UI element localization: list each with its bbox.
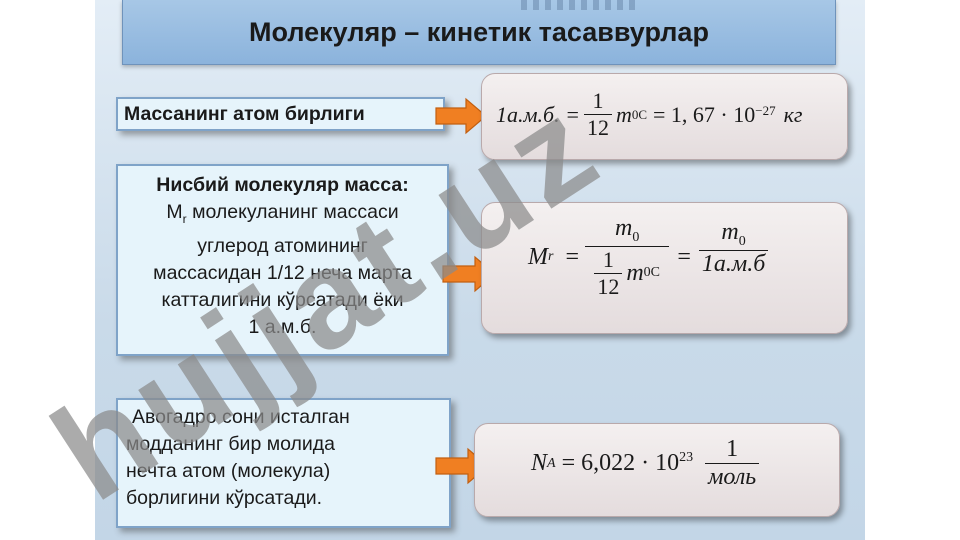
formula-amu-frac-den: 12 xyxy=(586,115,609,140)
formula-mr-den-m: m xyxy=(626,259,644,286)
fraction-bar xyxy=(705,463,760,464)
formula-amu-m-sub: 0C xyxy=(631,106,648,122)
formula-mr-lhs: M xyxy=(528,243,548,270)
avogadro-line-3: нечта атом (молекула) xyxy=(126,460,331,482)
formula-mr-fraction-2: m0 1а.м.б xyxy=(698,219,769,278)
formula-amu-value: = 1, 67 · 10 xyxy=(653,101,756,127)
formula-na-den: моль xyxy=(708,464,757,490)
fraction-bar xyxy=(583,114,612,115)
formula-mr-eq1: = xyxy=(565,243,579,270)
formula-amu-m: m xyxy=(615,101,632,127)
avogadro-box: Авогадро сони исталган модданинг бир мол… xyxy=(116,398,451,528)
definition-text-1: молекуланинг массаси xyxy=(192,201,399,223)
formula-mr-inner-fraction: 1 12 xyxy=(594,246,623,300)
formula-mr-inner-num: 1 xyxy=(602,246,614,272)
formula-mr-inner-den: 12 xyxy=(597,273,620,299)
definition-line-2: углерод атомининг xyxy=(197,234,368,257)
fraction-bar xyxy=(698,249,769,251)
relative-molecular-mass-box: Нисбий молекуляр масса: Mr молекуланинг … xyxy=(116,164,449,356)
formula-mr-num2-sub: 0 xyxy=(738,233,746,249)
atomic-mass-unit-box: Массанинг атом бирлиги xyxy=(116,97,445,131)
definition-line-4: катталигини кўрсатади ёки xyxy=(161,288,404,311)
formula-mr-num2-m: m xyxy=(721,219,739,245)
mr-symbol: M xyxy=(166,201,183,223)
definition-line-3: массасидан 1/12 неча марта xyxy=(153,261,412,284)
formula-na-lhs-sub: A xyxy=(547,455,556,471)
formula-na-num: 1 xyxy=(726,436,739,462)
formula-mr-num1-sub: 0 xyxy=(632,229,640,245)
formula-mr-lhs-sub: r xyxy=(548,249,554,265)
orange-arrow-1-icon xyxy=(435,97,487,135)
relative-molecular-mass-heading: Нисбий молекуляр масса: xyxy=(156,174,409,196)
avogadro-line-2: модданинг бир молида xyxy=(126,433,336,455)
formula-na-lhs: N xyxy=(531,450,548,476)
title-bar: Молекуляр – кинетик тасаввурлар xyxy=(122,0,836,65)
formula-mr-num1: m0 xyxy=(585,215,669,246)
fraction-bar xyxy=(594,272,623,274)
avogadro-line-4: борлигини кўрсатади. xyxy=(126,487,323,509)
formula-mr-eq2: = xyxy=(677,243,691,270)
mr-symbol-sub: r xyxy=(182,211,187,226)
formula-amu-fraction: 1 12 xyxy=(583,88,612,141)
formula-mr-num2: m0 xyxy=(718,219,748,250)
formula-mr-num1-m: m xyxy=(615,215,633,241)
definition-line-1: Mr молекуланинг массаси xyxy=(118,199,447,233)
page-title: Молекуляр – кинетик тасаввурлар xyxy=(249,16,709,47)
formula-na-fraction: 1 моль xyxy=(705,436,760,491)
formula-na-value: = 6,022 · 10 xyxy=(561,450,680,476)
formula-na-exp: 23 xyxy=(679,449,694,465)
formula-mr-den2: 1а.м.б xyxy=(701,250,766,277)
definition-line-5: 1 а.м.б. xyxy=(248,315,317,338)
atomic-mass-unit-label: Массанинг атом бирлиги xyxy=(124,102,365,125)
fraction-bar xyxy=(585,245,670,247)
formula-amu-lhs: 1а.м.б. = xyxy=(496,101,580,127)
formula-amu-frac-num: 1 xyxy=(592,88,604,113)
title-ornament xyxy=(521,0,641,10)
formula-amu-unit: кг xyxy=(783,101,803,127)
avogadro-line-1: Авогадро сони исталган xyxy=(132,406,350,428)
formula-mr-den-m-sub: 0C xyxy=(643,265,661,281)
formula-amu-exp: −27 xyxy=(755,102,776,118)
